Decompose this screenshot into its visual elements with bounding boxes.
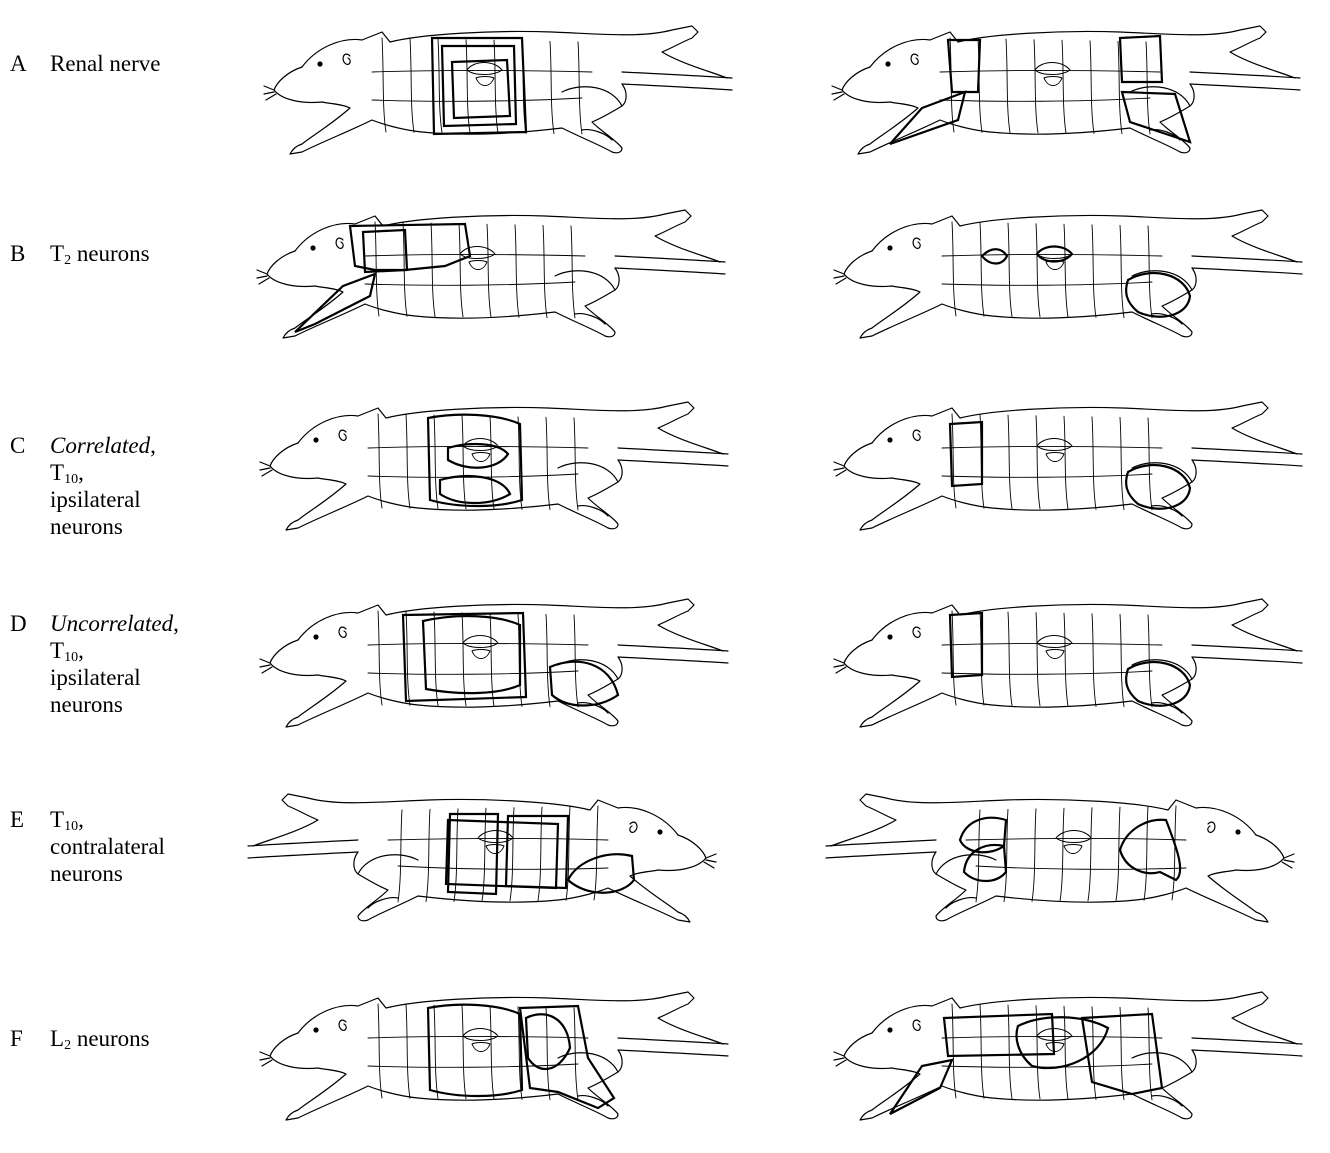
row-description: T10, <box>50 806 250 833</box>
row-letter: E <box>10 806 24 833</box>
rat-diagram-d-right <box>832 585 1302 760</box>
row-description: contralateral <box>50 833 250 860</box>
rat-diagram-d-left <box>258 585 728 760</box>
rat-diagram-f-right <box>832 978 1302 1153</box>
rat-diagram-e-right <box>826 780 1296 955</box>
row-description: T2 neurons <box>50 240 250 267</box>
row-description: neurons <box>50 691 250 718</box>
rat-diagram-c-left <box>258 388 728 563</box>
row-description: neurons <box>50 513 250 540</box>
row-letter: B <box>10 240 25 267</box>
row-description: T10, <box>50 637 250 664</box>
row-description: ipsilateral <box>50 486 250 513</box>
row-description: ipsilateral <box>50 664 250 691</box>
rat-diagram-e-left <box>248 780 718 955</box>
row-letter: F <box>10 1025 23 1052</box>
row-description: Correlated, <box>50 432 250 459</box>
rat-diagram-b-left <box>255 196 725 371</box>
row-letter: A <box>10 50 27 77</box>
rat-diagram-f-left <box>258 978 728 1153</box>
row-description: L2 neurons <box>50 1025 250 1052</box>
rat-diagram-a-right <box>830 12 1300 187</box>
row-description: Uncorrelated, <box>50 610 250 637</box>
rat-diagram-c-right <box>832 388 1302 563</box>
row-description: Renal nerve <box>50 50 250 77</box>
row-description: neurons <box>50 860 250 887</box>
row-letter: C <box>10 432 25 459</box>
row-description: T10, <box>50 459 250 486</box>
row-letter: D <box>10 610 27 637</box>
rat-diagram-a-left <box>262 12 732 187</box>
rat-diagram-b-right <box>832 196 1302 371</box>
